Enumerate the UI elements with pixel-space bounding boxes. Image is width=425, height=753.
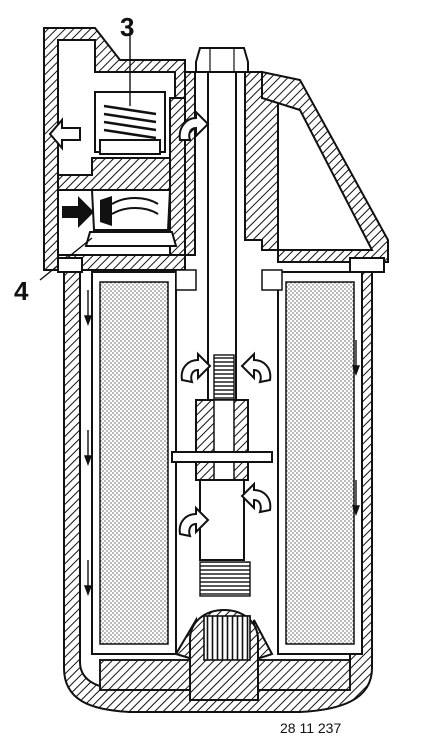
filled-arrow-icon bbox=[62, 196, 94, 228]
center-bolt bbox=[195, 47, 249, 406]
figure-number: 28 11 237 bbox=[280, 720, 341, 736]
hollow-arrow-icon bbox=[48, 117, 81, 151]
callout-4: 4 bbox=[14, 276, 29, 306]
filter-head-housing bbox=[43, 27, 389, 271]
inlet-valve-4 bbox=[39, 189, 178, 281]
callout-3: 3 bbox=[120, 12, 134, 42]
downflow-arrows bbox=[83, 290, 361, 596]
center-tube bbox=[99, 399, 351, 701]
flow-arrow-icon bbox=[48, 109, 272, 538]
filter-element bbox=[91, 269, 363, 655]
spring-valve-3 bbox=[94, 22, 166, 155]
